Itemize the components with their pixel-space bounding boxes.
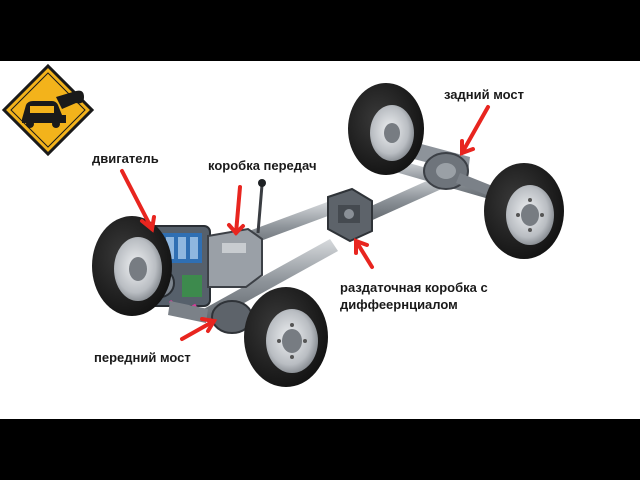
diagram-panel: двигатель коробка передач задний мост ра… (0, 61, 640, 419)
wheel-rear-left (348, 83, 424, 175)
wheel-front-right (244, 287, 328, 387)
label-front-axle: передний мост (94, 350, 191, 365)
arrow-gearbox-icon (227, 185, 245, 236)
arrow-front-axle-icon (180, 317, 218, 341)
wheel-rear-right (484, 163, 564, 259)
gearbox (207, 179, 266, 288)
label-transfer-case-line2: диффеернциалом (340, 297, 458, 312)
transfer-case (327, 187, 373, 243)
arrow-rear-axle-icon (460, 105, 490, 156)
arrow-engine-icon (120, 169, 156, 233)
label-transfer-case-line1: раздаточная коробка с (340, 280, 488, 295)
label-engine: двигатель (92, 151, 159, 166)
label-gearbox: коробка передач (208, 158, 317, 173)
wheel-front-left (92, 216, 172, 316)
drivetrain-diagram (1, 63, 564, 387)
label-rear-axle: задний мост (444, 87, 525, 102)
logo-wrench-car-icon (1, 63, 95, 157)
arrow-transfer-case-icon (354, 238, 374, 269)
